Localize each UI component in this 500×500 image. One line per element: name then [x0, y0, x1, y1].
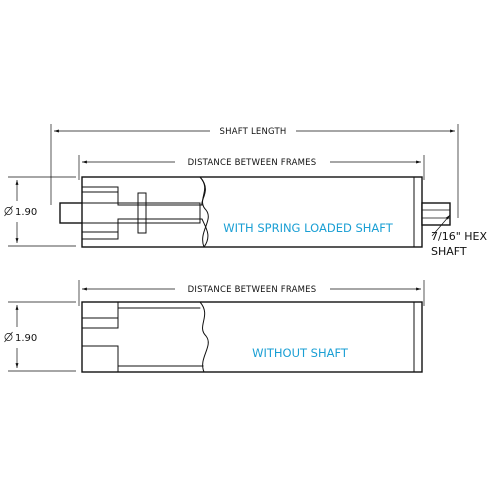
hex-shaft-callout-line1: 7/16" HEX: [431, 230, 487, 243]
roller-tube-bottom: [81, 301, 423, 373]
hex-shaft-right: [421, 202, 451, 226]
shaft-length-dimension: SHAFT LENGTH: [50, 124, 459, 218]
cutaway-section-bottom: [81, 301, 209, 373]
roller-with-shaft: SHAFT LENGTH DISTANCE BETWEEN FRAMES 1.9…: [4, 124, 487, 258]
diameter-dimension-top: 1.90: [4, 176, 76, 247]
between-frames-label-bottom: DISTANCE BETWEEN FRAMES: [188, 285, 317, 295]
diameter-symbol-icon: [4, 331, 13, 343]
roller-without-shaft: DISTANCE BETWEEN FRAMES 1.90: [4, 280, 425, 373]
hex-callout-leader: [431, 214, 451, 237]
right-end-cap-bottom: [413, 301, 423, 373]
diameter-label-top: 1.90: [15, 207, 37, 218]
cutaway-section-top: [82, 177, 209, 247]
diameter-dimension-bottom: 1.90: [4, 301, 76, 372]
roller-tube-top: [81, 176, 423, 248]
note-with-spring-loaded-shaft: WITH SPRING LOADED SHAFT: [223, 221, 393, 235]
between-frames-dimension-bottom: DISTANCE BETWEEN FRAMES: [78, 280, 425, 306]
hex-shaft-callout-line2: SHAFT: [431, 245, 467, 258]
between-frames-dimension-top: DISTANCE BETWEEN FRAMES: [78, 155, 425, 180]
between-frames-label-top: DISTANCE BETWEEN FRAMES: [188, 158, 317, 168]
diameter-label-bottom: 1.90: [15, 333, 37, 344]
shaft-length-label: SHAFT LENGTH: [220, 127, 287, 137]
note-without-shaft: WITHOUT SHAFT: [252, 346, 349, 360]
diameter-symbol-icon: [4, 205, 13, 217]
